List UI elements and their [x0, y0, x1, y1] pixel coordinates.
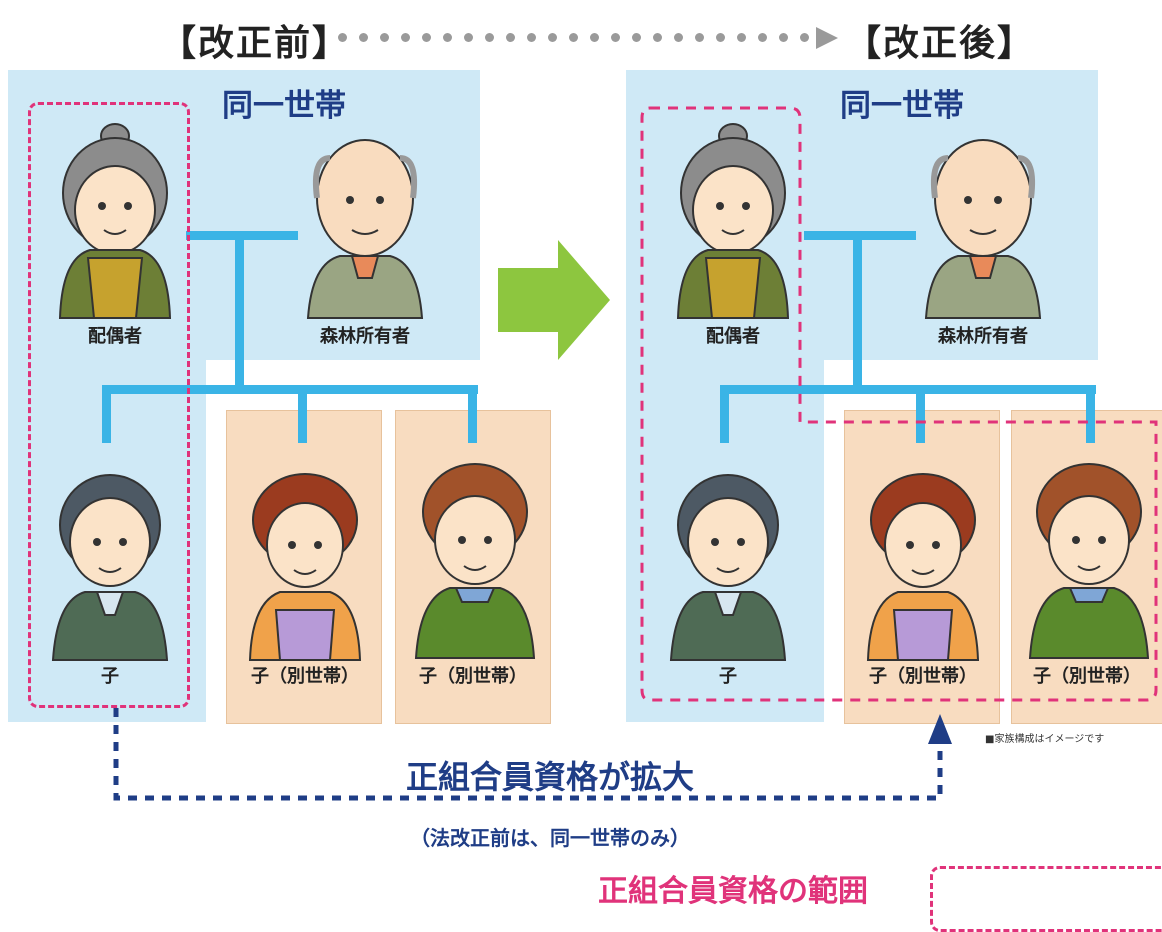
- forest-owner-icon: [924, 139, 1042, 319]
- connector-line: [235, 231, 244, 389]
- label-forest-owner: 森林所有者: [938, 326, 1028, 347]
- label-child-separate: 子（別世帯）: [869, 666, 977, 687]
- label-child-separate: 子（別世帯）: [419, 666, 527, 687]
- child-separate-household-icon: [414, 463, 536, 659]
- transition-arrow-icon: [498, 240, 610, 360]
- label-forest-owner: 森林所有者: [320, 326, 410, 347]
- connector-line: [468, 385, 477, 443]
- expansion-connector: [113, 708, 952, 801]
- child-separate-household-icon: [866, 473, 980, 661]
- connector-line: [298, 385, 307, 443]
- membership-scope-before: [28, 102, 190, 708]
- expansion-banner: 正組合員資格が拡大: [405, 758, 694, 796]
- household-title-after: 同一世帯: [840, 88, 964, 124]
- connector-line: [720, 385, 1096, 394]
- expansion-subnote: （法改正前は、同一世帯のみ）: [410, 826, 690, 850]
- child-icon: [669, 474, 787, 661]
- connector-line: [102, 385, 478, 394]
- connector-line: [102, 385, 111, 443]
- label-spouse: 配偶者: [88, 326, 142, 347]
- heading-after: 【改正後】: [845, 23, 1036, 64]
- image-note: ■家族構成はイメージです: [985, 734, 1105, 745]
- forest-owner-icon: [306, 139, 424, 319]
- label-child: 子: [101, 666, 119, 687]
- connector-line: [853, 231, 862, 389]
- separate-household-panel: [226, 410, 382, 724]
- arrowhead-icon: [816, 27, 838, 49]
- label-spouse: 配偶者: [706, 326, 760, 347]
- label-child: 子: [719, 666, 737, 687]
- connector-line: [1086, 385, 1095, 443]
- connector-line: [916, 385, 925, 443]
- household-title-before: 同一世帯: [222, 88, 346, 124]
- label-child-separate: 子（別世帯）: [251, 666, 359, 687]
- legend-label: 正組合員資格の範囲: [598, 874, 868, 909]
- spouse-icon: [676, 123, 790, 319]
- label-child-separate: 子（別世帯）: [1033, 666, 1141, 687]
- connector-line: [720, 385, 729, 443]
- spouse-icon: [58, 123, 172, 319]
- legend-scope-swatch: [930, 866, 1162, 932]
- child-separate-household-icon: [248, 473, 362, 661]
- membership-scope-after: [640, 106, 1158, 702]
- heading-before: 【改正前】: [160, 23, 351, 64]
- child-separate-household-icon: [1028, 463, 1150, 659]
- dotted-transition-arrow: [338, 27, 838, 49]
- child-icon: [51, 474, 169, 661]
